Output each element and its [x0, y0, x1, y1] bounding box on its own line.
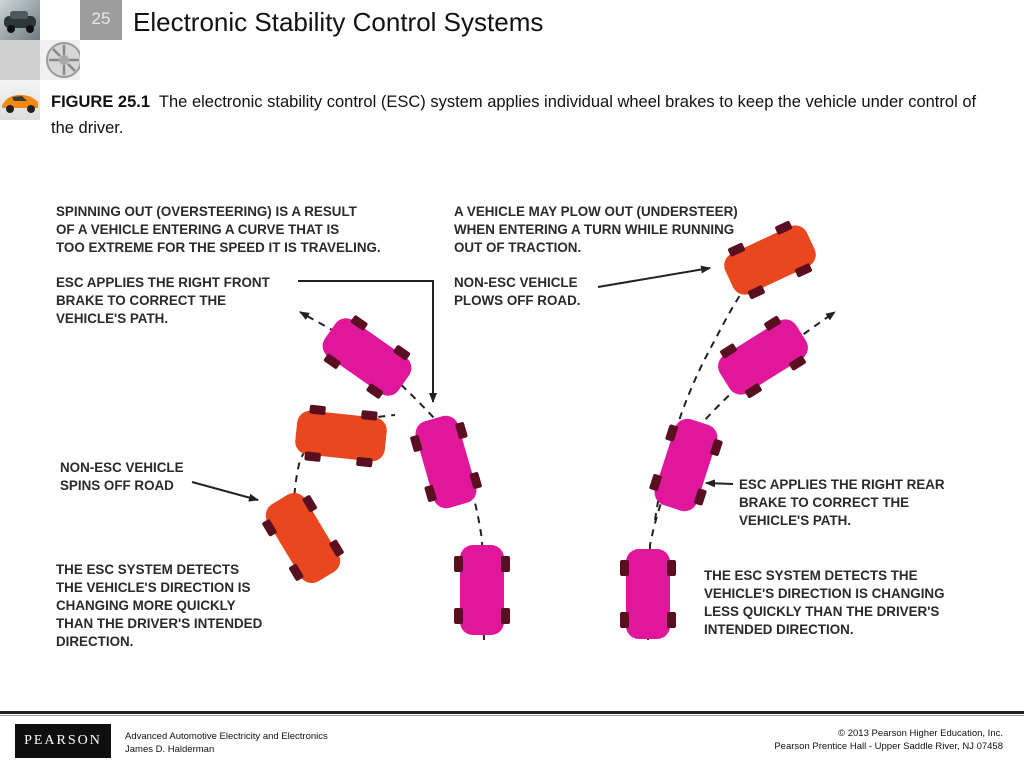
sports-car-thumbnail-image — [0, 80, 40, 120]
esc-vehicle-right-2 — [645, 413, 727, 517]
esc-vehicle-left-2 — [406, 411, 486, 513]
arrow-spins-off-road — [191, 481, 259, 502]
grey-strip — [0, 40, 40, 80]
label-non-esc-plows: NON-ESC VEHICLE PLOWS OFF ROAD. — [454, 275, 581, 308]
book-author: James D. Halderman — [125, 744, 215, 755]
figure-caption: FIGURE 25.1 The electronic stability con… — [51, 89, 986, 141]
non-esc-vehicle-left-1 — [293, 403, 389, 469]
car-thumbnail-image — [0, 0, 40, 40]
esc-vehicle-right-1 — [620, 549, 676, 639]
pearson-logo: PEARSON — [15, 724, 111, 758]
label-esc-detects-quickly: THE ESC SYSTEM DETECTS THE VEHICLE'S DIR… — [56, 562, 266, 649]
esc-vehicle-left-1 — [454, 545, 510, 635]
wheel-thumbnail-image — [40, 40, 80, 80]
arrow-right-rear-brake — [705, 479, 734, 488]
caption-text: The electronic stability control (ESC) s… — [51, 93, 977, 137]
label-non-esc-spins: NON-ESC VEHICLE SPINS OFF ROAD — [60, 460, 187, 493]
label-esc-right-rear: ESC APPLIES THE RIGHT REAR BRAKE TO CORR… — [739, 477, 948, 528]
non-esc-vehicle-left-2 — [255, 485, 351, 591]
chapter-number-box: 25 — [80, 0, 122, 40]
arrow-plows-off-road — [597, 265, 711, 288]
publisher-text: Pearson Prentice Hall - Upper Saddle Riv… — [774, 741, 1003, 752]
arrow-right-front-brake — [298, 280, 437, 403]
label-esc-right-front: ESC APPLIES THE RIGHT FRONT BRAKE TO COR… — [56, 275, 274, 326]
label-spinning-out: SPINNING OUT (OVERSTEERING) IS A RESULT … — [56, 204, 381, 255]
footer-divider — [0, 711, 1024, 714]
header-thumbnails — [0, 0, 80, 120]
page-title: Electronic Stability Control Systems — [133, 7, 544, 37]
label-esc-detects-less: THE ESC SYSTEM DETECTS THE VEHICLE'S DIR… — [704, 568, 948, 637]
chapter-number: 25 — [91, 9, 111, 28]
label-plow-out: A VEHICLE MAY PLOW OUT (UNDERSTEER) WHEN… — [454, 204, 741, 255]
copyright-text: © 2013 Pearson Higher Education, Inc. — [838, 728, 1003, 739]
esc-vehicle-right-3 — [710, 309, 816, 405]
esc-vehicle-left-3 — [314, 308, 420, 406]
footer-divider-thin — [0, 715, 1024, 716]
book-title: Advanced Automotive Electricity and Elec… — [125, 731, 328, 742]
footer-book-info: Advanced Automotive Electricity and Elec… — [125, 730, 328, 756]
footer-copyright: © 2013 Pearson Higher Education, Inc. Pe… — [774, 727, 1003, 753]
figure-label: FIGURE 25.1 — [51, 93, 151, 111]
